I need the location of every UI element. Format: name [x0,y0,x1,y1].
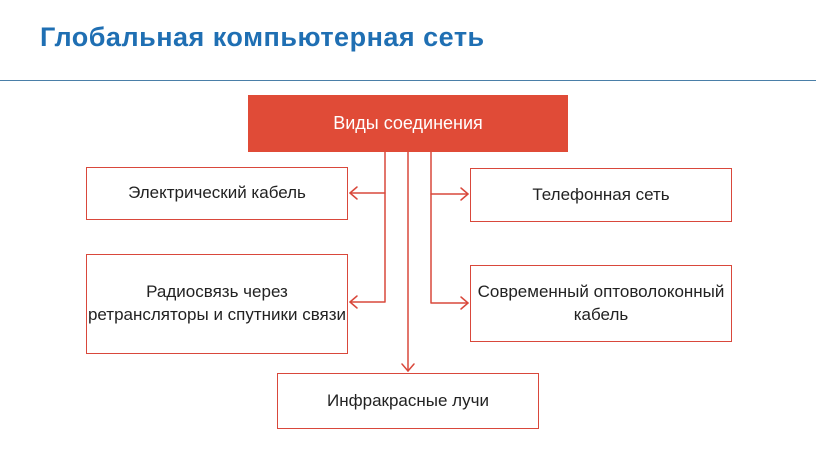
slide-title: Глобальная компьютерная сеть [40,22,485,52]
arrowhead-fiber [460,296,469,310]
connector-radio [349,192,386,303]
node-phone-network: Телефонная сеть [470,168,732,222]
node-radio-satellite: Радиосвязь через ретрансляторы и спутник… [86,254,348,354]
connector-electric [349,151,386,194]
node-fiber-optic-cable: Современный оптоволоконный кабель [470,265,732,342]
arrowhead-electric [349,186,358,200]
title-divider [0,80,816,81]
node-electric-cable: Электрический кабель [86,167,348,220]
root-node-connection-types: Виды соединения [248,95,568,152]
node-infrared: Инфракрасные лучи [277,373,539,429]
connector-phone [430,151,469,195]
connector-fiber [430,193,469,304]
arrowhead-radio [349,295,358,309]
arrowhead-phone [460,187,469,201]
arrowhead-infrared [401,363,415,372]
